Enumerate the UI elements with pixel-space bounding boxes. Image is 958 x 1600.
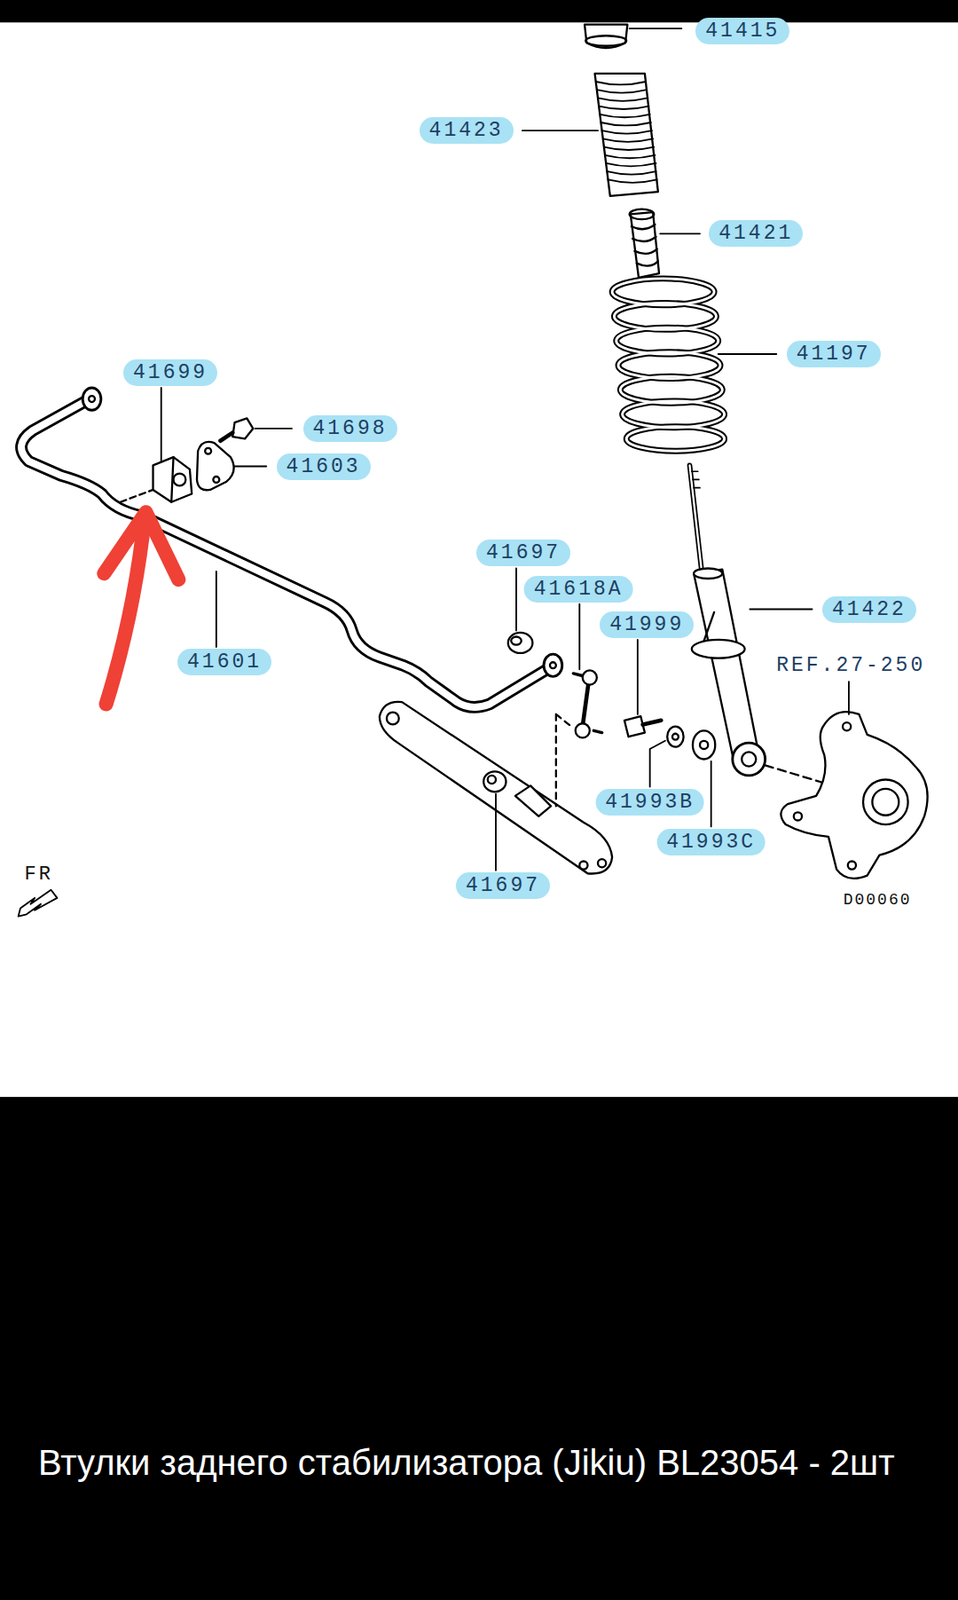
callout-pill: 41421 — [708, 219, 803, 247]
callout-number: 41601 — [187, 650, 262, 674]
callout-pill: 41618A — [524, 575, 634, 603]
callout-pill: 41601 — [177, 648, 272, 676]
callout-number: 41699 — [133, 361, 208, 385]
figure-code: D00060 — [843, 887, 912, 912]
callout-number: 41993C — [666, 830, 756, 854]
callout-number: 41697 — [465, 873, 541, 897]
callout-pill: 41415 — [695, 17, 790, 45]
direction-label: FR — [24, 862, 54, 888]
callout-pill: 41699 — [123, 359, 218, 386]
caption-text: Втулки заднего стабилизатора (Jikiu) BL2… — [38, 1438, 908, 1485]
callout-pill: 41993C — [656, 828, 766, 856]
callout-number: 41999 — [609, 612, 684, 637]
callout-pill: 41698 — [302, 415, 397, 442]
callout-number: 41697 — [486, 541, 561, 565]
callout-number: 41993B — [604, 790, 695, 814]
callout-number: 41415 — [705, 19, 780, 43]
reference-label: REF.27-250 — [776, 652, 926, 678]
callout-pill: 41423 — [419, 117, 514, 144]
callout-pill: 41999 — [599, 611, 694, 638]
callout-number: 41618A — [533, 577, 624, 601]
callout-pill: 41197 — [786, 340, 881, 368]
callout-pill: 41993B — [595, 788, 705, 816]
callout-number: 41423 — [429, 118, 504, 142]
callout-pill: 41697 — [476, 539, 571, 566]
callout-pill: 41603 — [276, 453, 371, 480]
callout-number: 41197 — [796, 342, 872, 366]
callout-number: 41698 — [312, 416, 387, 440]
callout-number: 41422 — [832, 597, 907, 621]
callout-number: 41603 — [286, 455, 362, 479]
callout-pill: 41697 — [455, 871, 550, 899]
callout-pill: 41422 — [822, 596, 917, 623]
callout-number: 41421 — [718, 221, 794, 245]
